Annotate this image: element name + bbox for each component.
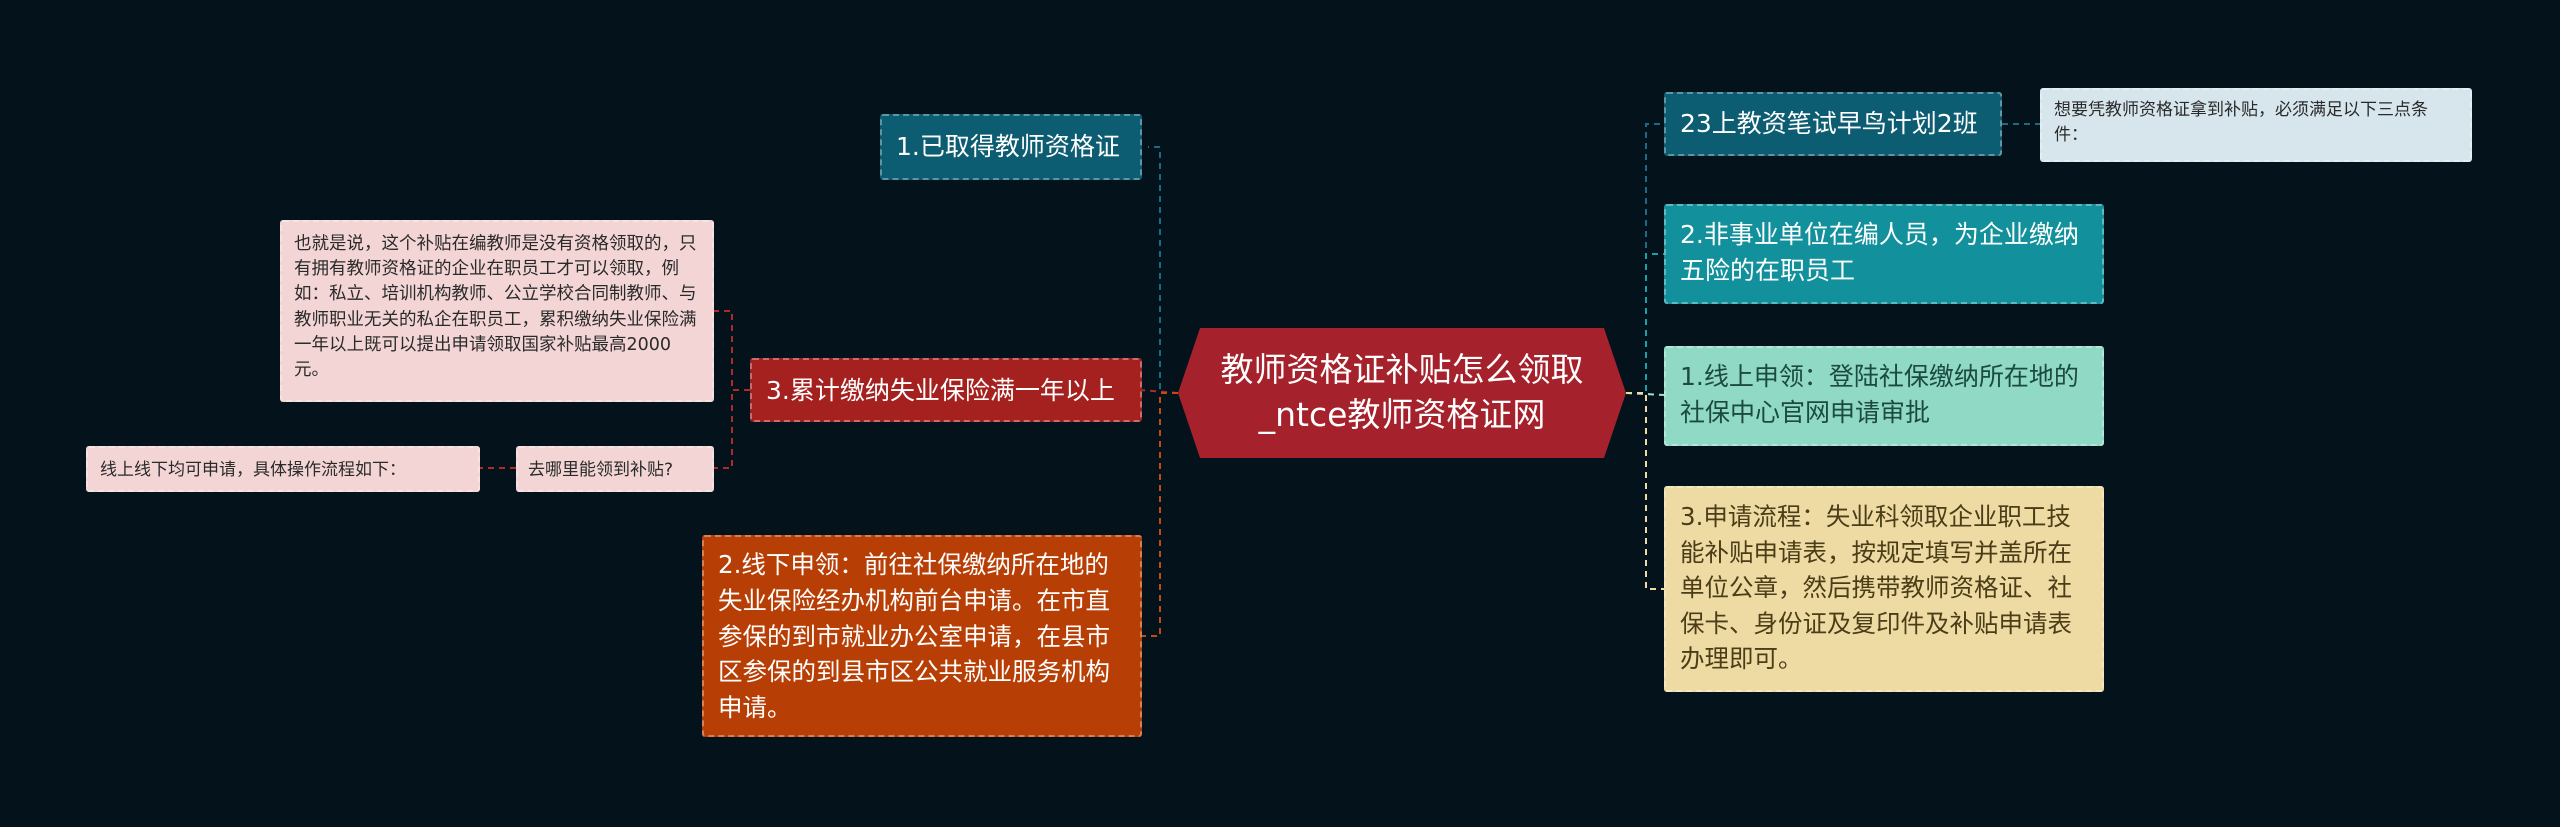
central-topic-shape	[1178, 328, 1626, 458]
node-unemployment-insurance[interactable]: 3.累计缴纳失业保险满一年以上	[750, 358, 1142, 422]
node-conditions-note-text: 想要凭教师资格证拿到补贴，必须满足以下三点条件：	[2054, 100, 2428, 145]
node-unemployment-insurance-text: 3.累计缴纳失业保险满一年以上	[766, 376, 1115, 405]
node-where-note-text: 线上线下均可申请，具体操作流程如下：	[100, 460, 406, 480]
link-central-n1	[1148, 146, 1178, 394]
node-offline-claim-text: 2.线下申领：前往社保缴纳所在地的失业保险经办机构前台申请。在市直参保的到市就业…	[718, 550, 1110, 723]
node-non-public-staff-text: 2.非事业单位在编人员，为企业缴纳五险的在职员工	[1680, 220, 2079, 286]
node-where-to-claim[interactable]: 去哪里能领到补贴?	[516, 446, 714, 492]
node-non-public-staff[interactable]: 2.非事业单位在编人员，为企业缴纳五险的在职员工	[1664, 204, 2104, 304]
node-application-process-text: 3.申请流程：失业科领取企业职工技能补贴申请表，按规定填写并盖所在单位公章，然后…	[1680, 502, 2072, 674]
link-central-process	[1626, 392, 1664, 590]
node-where-to-claim-text: 去哪里能领到补贴?	[528, 460, 674, 480]
node-unemployment-note-text: 也就是说，这个补贴在编教师是没有资格领取的，只有拥有教师资格证的企业在职员工才可…	[294, 234, 697, 380]
node-study-plan[interactable]: 23上教资笔试早鸟计划2班	[1664, 92, 2002, 156]
central-topic[interactable]: 教师资格证补贴怎么领取_ntce教师资格证网	[1178, 328, 1626, 458]
node-unemployment-note[interactable]: 也就是说，这个补贴在编教师是没有资格领取的，只有拥有教师资格证的企业在职员工才可…	[280, 220, 714, 402]
node-study-plan-text: 23上教资笔试早鸟计划2班	[1680, 109, 1978, 138]
node-offline-claim[interactable]: 2.线下申领：前往社保缴纳所在地的失业保险经办机构前台申请。在市直参保的到市就业…	[702, 535, 1142, 737]
node-application-process[interactable]: 3.申请流程：失业科领取企业职工技能补贴申请表，按规定填写并盖所在单位公章，然后…	[1664, 486, 2104, 692]
node-conditions-note[interactable]: 想要凭教师资格证拿到补贴，必须满足以下三点条件：	[2040, 88, 2472, 162]
node-online-claim[interactable]: 1.线上申领：登陆社保缴纳所在地的社保中心官网申请审批	[1664, 346, 2104, 446]
link-n3-note	[714, 310, 750, 391]
node-qualification-text: 1.已取得教师资格证	[896, 132, 1120, 161]
link-n3-where	[714, 389, 750, 469]
central-topic-title: 教师资格证补贴怎么领取_ntce教师资格证网	[1220, 350, 1584, 434]
node-online-claim-text: 1.线上申领：登陆社保缴纳所在地的社保中心官网申请审批	[1680, 362, 2079, 428]
link-central-n2offline	[1142, 392, 1178, 637]
link-central-nonpublic	[1626, 253, 1664, 394]
node-qualification[interactable]: 1.已取得教师资格证	[880, 114, 1142, 180]
node-where-note[interactable]: 线上线下均可申请，具体操作流程如下：	[86, 446, 480, 492]
